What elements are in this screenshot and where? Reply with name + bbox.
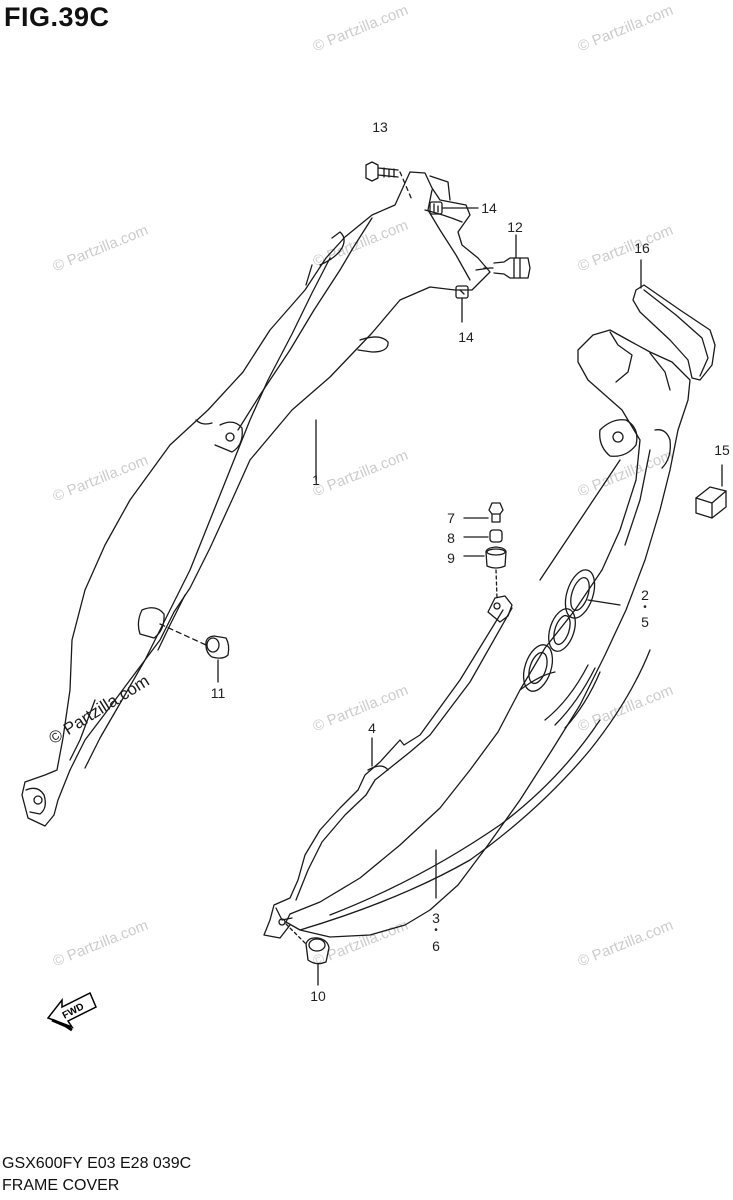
callout-separator-3-6: •	[434, 925, 438, 936]
diagram-footer: GSX600FY E03 E28 039C FRAME COVER	[2, 1153, 191, 1197]
bolt-13	[365, 161, 413, 201]
callout-4: 4	[368, 720, 376, 736]
callout-13: 13	[372, 119, 388, 135]
grommet-9	[463, 546, 507, 599]
callout-6: 6	[432, 938, 440, 954]
callout-1: 1	[312, 472, 320, 488]
grommet-10	[285, 923, 330, 986]
bolt-12	[483, 234, 531, 279]
callout-9: 9	[447, 550, 455, 566]
frame-cover-bracket-4	[263, 595, 513, 939]
callout-7: 7	[447, 510, 455, 526]
callout-12: 12	[507, 219, 523, 235]
cushion-15	[695, 464, 727, 519]
callout-10: 10	[310, 988, 326, 1004]
model-code-line: GSX600FY E03 E28 039C	[2, 1155, 192, 1172]
section-name: FRAME COVER	[2, 1177, 120, 1194]
trim-strip-16	[632, 259, 716, 381]
callout-15: 15	[714, 442, 730, 458]
left-frame-cover	[21, 171, 491, 827]
callout-3: 3	[432, 910, 440, 926]
clip-14-bottom	[455, 285, 469, 323]
clip-14-top	[429, 201, 479, 215]
callout-14-top: 14	[481, 200, 497, 216]
grommet-11	[159, 623, 230, 683]
callout-16: 16	[634, 240, 650, 256]
right-side-cover	[285, 329, 691, 938]
callout-14-bottom: 14	[458, 329, 474, 345]
callout-11: 11	[210, 685, 226, 701]
forward-direction-icon	[46, 991, 97, 1032]
figure-title: FIG.39C	[4, 2, 110, 32]
callout-8: 8	[447, 530, 455, 546]
collar-8	[463, 529, 503, 543]
callout-separator-2-5: •	[643, 602, 647, 613]
callout-5: 5	[641, 614, 649, 630]
screw-7	[463, 502, 504, 523]
callout-2: 2	[641, 587, 649, 603]
